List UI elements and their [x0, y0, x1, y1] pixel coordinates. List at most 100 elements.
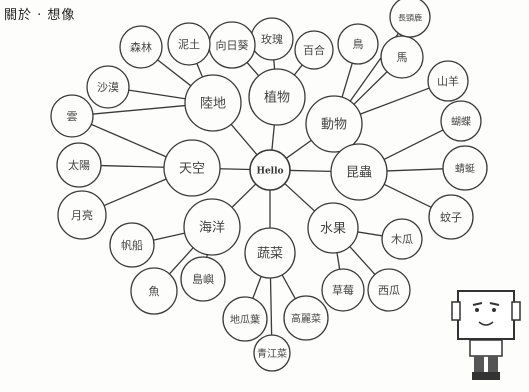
- node-circle: [180, 256, 226, 302]
- node-label: 太陽: [68, 159, 90, 172]
- node-circle: [337, 23, 379, 65]
- edge-land-cloud: [92, 104, 186, 115]
- node-dragonfly: 蜻蜓: [442, 145, 488, 191]
- node-circle: [222, 296, 268, 342]
- node-circle: [57, 190, 107, 240]
- node-butterfly: 蝴蝶: [440, 100, 482, 142]
- node-label: 西瓜: [378, 284, 400, 297]
- edge-sky-sun: [100, 164, 165, 168]
- edge-center-animals: [285, 139, 312, 159]
- node-forest: 森林: [119, 25, 163, 69]
- node-ship: 帆船: [109, 222, 155, 268]
- edge-center-ocean: [231, 183, 257, 208]
- edge-vegetables-sweet_potato: [252, 276, 262, 299]
- node-giraffe: 長頸鹿: [389, 0, 431, 38]
- node-watermelon: 西瓜: [367, 268, 411, 312]
- mind-map-edges: [91, 32, 444, 336]
- node-label: 百合: [303, 43, 325, 57]
- node-label: 魚: [149, 285, 160, 298]
- node-circle: [428, 194, 474, 240]
- node-fish: 魚: [130, 267, 178, 315]
- node-sky: 天空: [163, 139, 221, 197]
- node-label: 沙漠: [97, 81, 119, 94]
- node-label: 動物: [321, 118, 347, 133]
- node-circle: [184, 74, 242, 132]
- edge-fruit-papaya: [357, 231, 383, 237]
- node-label: 蚊子: [440, 210, 462, 224]
- node-fruit: 水果: [307, 202, 359, 254]
- node-circle: [367, 268, 411, 312]
- edge-insects-dragonfly: [386, 168, 444, 172]
- node-label: Hello: [256, 167, 283, 177]
- node-label: 森林: [130, 40, 152, 54]
- node-circle: [305, 95, 363, 153]
- node-land: 陸地: [184, 74, 242, 132]
- node-label: 月亮: [71, 208, 93, 222]
- node-label: 帆船: [121, 238, 143, 252]
- node-clay: 泥土: [167, 22, 211, 66]
- edge-center-land: [230, 123, 258, 156]
- node-circle: [56, 142, 102, 188]
- node-label: 高麗菜: [291, 312, 321, 325]
- node-circle: [427, 60, 469, 102]
- node-circle: [86, 65, 130, 109]
- node-circle: [163, 139, 221, 197]
- edge-sky-cloud: [91, 123, 167, 158]
- node-label: 昆蟲: [346, 166, 372, 181]
- node-circle: [50, 94, 94, 138]
- node-sand: 沙漠: [86, 65, 130, 109]
- node-circle: [389, 0, 431, 38]
- node-sweet-potato: 地瓜葉: [222, 296, 268, 342]
- node-island: 島嶼: [180, 256, 226, 302]
- edge-center-plants: [271, 124, 275, 151]
- node-sunflower: 向日葵: [208, 21, 256, 69]
- node-insects: 昆蟲: [330, 143, 388, 201]
- edge-plants-lily: [293, 64, 303, 76]
- node-lily: 百合: [294, 30, 334, 70]
- node-label: 島嶼: [192, 272, 214, 286]
- robot-mascot-illustration: [451, 290, 521, 380]
- edge-animals-bird: [341, 62, 353, 98]
- node-circle: [130, 267, 178, 315]
- edge-plants-rose: [273, 59, 276, 70]
- node-rose: 玫瑰: [250, 17, 294, 61]
- node-circle: [440, 100, 482, 142]
- node-circle: [119, 25, 163, 69]
- node-circle: [294, 30, 334, 70]
- node-bird: 鳥: [337, 23, 379, 65]
- node-circle: [248, 68, 306, 126]
- node-strawberry: 草莓: [321, 268, 365, 312]
- edge-land-sand: [128, 89, 186, 100]
- node-circle: [330, 143, 388, 201]
- edge-fruit-strawberry: [336, 252, 341, 270]
- edge-fruit-watermelon: [349, 246, 376, 275]
- center-node: Hello: [249, 149, 291, 191]
- node-circle: [249, 149, 291, 191]
- node-label: 青江菜: [257, 347, 287, 360]
- node-circle: [183, 198, 241, 256]
- node-circle: [253, 334, 291, 372]
- edge-sky-moon: [103, 178, 167, 207]
- page-title: 關於 · 想像: [4, 8, 76, 23]
- node-sun: 太陽: [56, 142, 102, 188]
- node-label: 鳥: [353, 37, 364, 51]
- node-circle: [244, 227, 296, 279]
- node-label: 蝴蝶: [451, 115, 471, 128]
- node-circle: [283, 295, 329, 341]
- mind-map-nodes: Hello植物動物陸地天空海洋蔬菜水果昆蟲玫瑰百合向日葵泥土森林沙漠雲太陽月亮帆…: [50, 0, 488, 372]
- node-label: 馬: [397, 51, 408, 64]
- node-cloud: 雲: [50, 94, 94, 138]
- edge-animals-horse: [353, 71, 388, 105]
- edge-center-insects: [289, 169, 332, 173]
- node-vegetables: 蔬菜: [244, 227, 296, 279]
- node-label: 植物: [264, 91, 290, 106]
- edge-center-fruit: [284, 183, 316, 212]
- node-mosquito: 蚊子: [428, 194, 474, 240]
- node-plants: 植物: [248, 68, 306, 126]
- node-circle: [167, 22, 211, 66]
- node-circle: [307, 202, 359, 254]
- node-goat: 山羊: [427, 60, 469, 102]
- edge-land-forest: [157, 59, 192, 87]
- edge-ocean-ship: [153, 232, 185, 241]
- node-greens: 青江菜: [253, 334, 291, 372]
